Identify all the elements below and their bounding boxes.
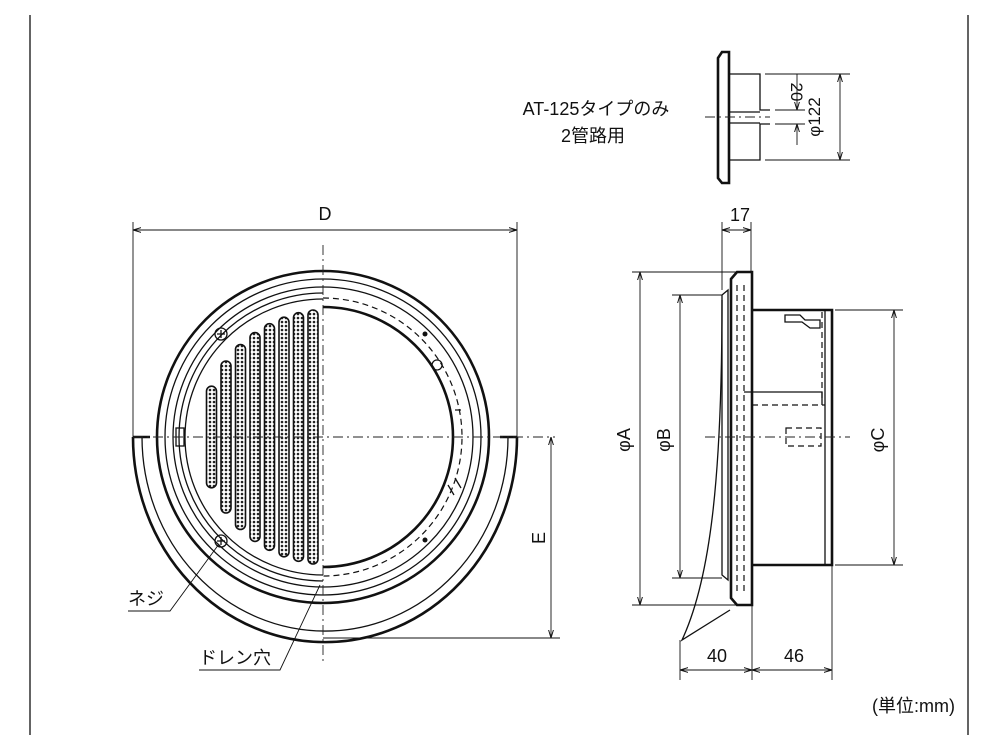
dim-e-label: E (529, 532, 549, 544)
dim-phi-b: φB (654, 428, 674, 452)
dim-phi-c: φC (868, 428, 888, 453)
label-drain-hole: ドレン穴 (199, 648, 271, 668)
label-screw: ネジ (128, 589, 164, 609)
dim-phi-a: φA (614, 428, 634, 452)
top-view-2-duct (705, 50, 850, 185)
dim-duct-46: 46 (784, 646, 804, 666)
dim-d-label: D (319, 204, 332, 224)
dim-diameter-122: φ122 (805, 97, 824, 136)
unit-label: (単位:mm) (872, 696, 955, 716)
dim-hood-40: 40 (707, 646, 727, 666)
front-view (128, 222, 560, 671)
dim-gap-20: 20 (787, 83, 806, 102)
side-view (632, 222, 903, 680)
note-line-2: 2管路用 (561, 126, 625, 146)
note-line-1: AT-125タイプのみ (523, 99, 670, 119)
dim-flange-17: 17 (730, 205, 750, 225)
